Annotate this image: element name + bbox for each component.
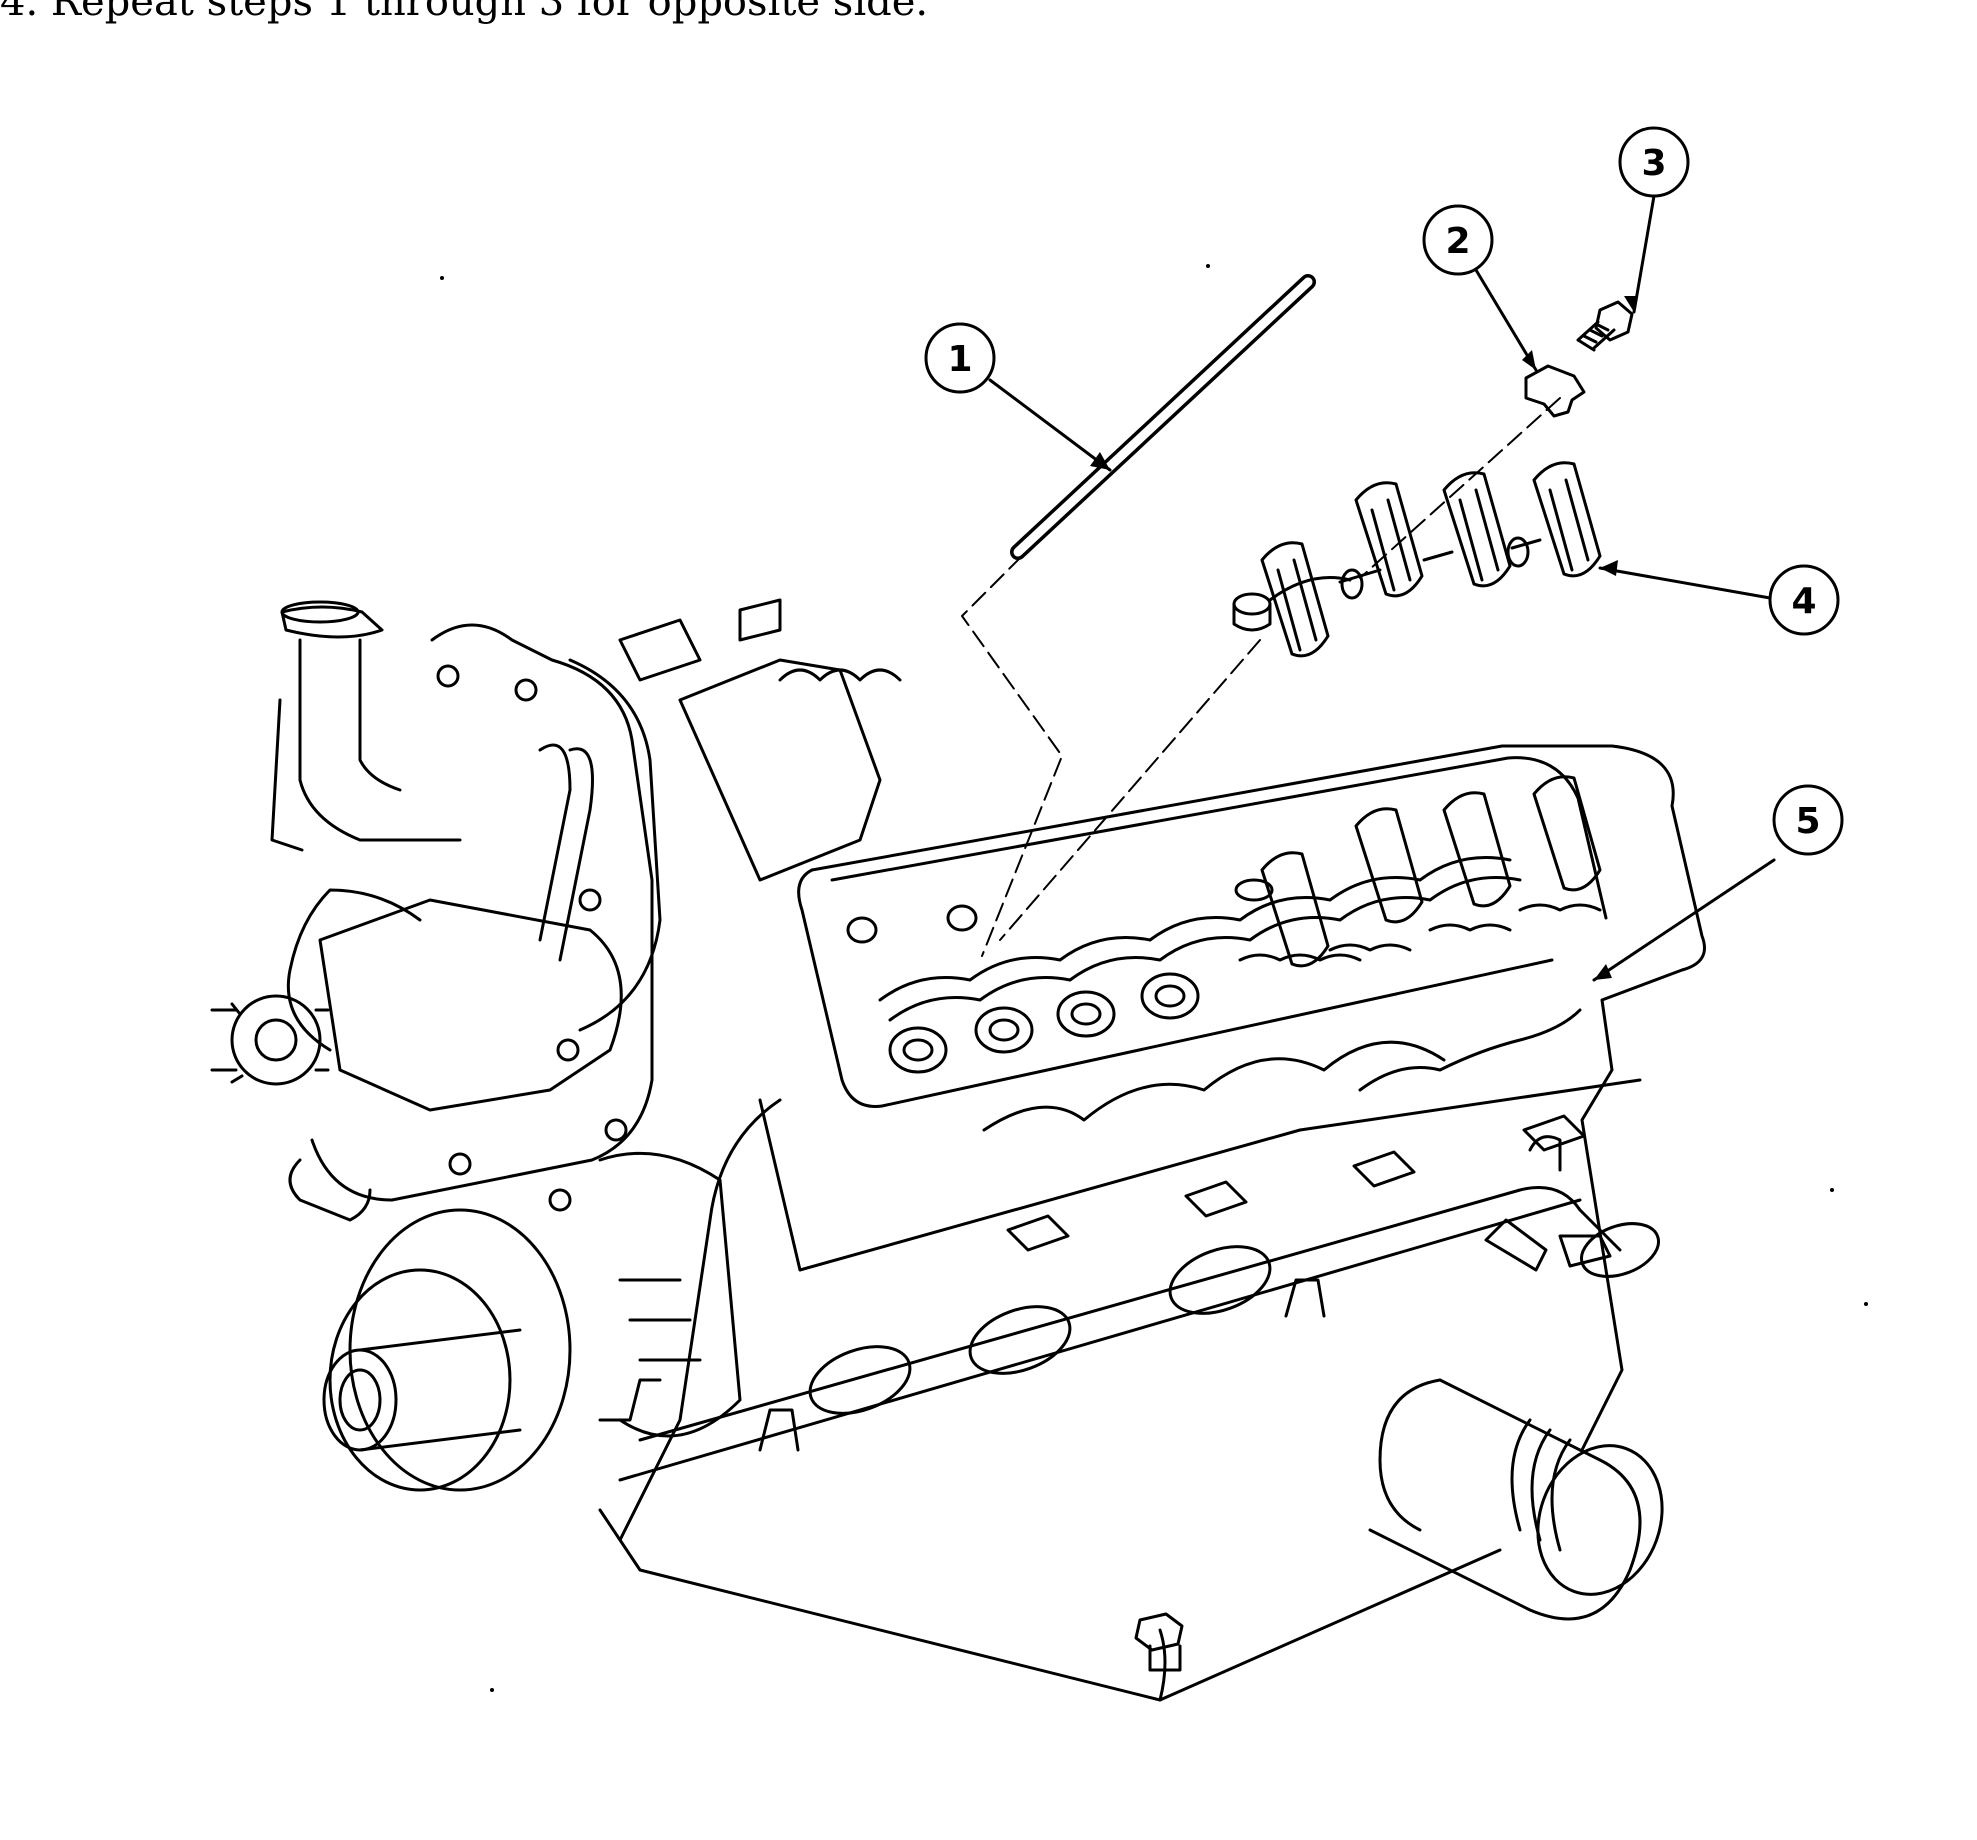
callout-2: 2 xyxy=(1422,204,1494,276)
callout-2-label: 2 xyxy=(1445,221,1470,262)
pushrod xyxy=(1010,274,1316,560)
engine-block xyxy=(598,744,1706,1702)
callout-2-leader xyxy=(1474,268,1538,372)
callout-leaders xyxy=(988,194,1776,982)
callout-1-leader xyxy=(988,378,1112,472)
oil-drain-plug xyxy=(1134,1612,1184,1672)
engine-front-components xyxy=(210,598,902,1492)
callout-arrowheads xyxy=(1090,296,1638,980)
rocker-retainer xyxy=(1524,364,1586,418)
callout-1: 1 xyxy=(924,322,996,394)
callout-3: 3 xyxy=(1618,126,1690,198)
callout-3-label: 3 xyxy=(1641,143,1666,184)
oil-filter xyxy=(1368,1378,1664,1621)
callout-1-label: 1 xyxy=(947,339,972,380)
callout-5: 5 xyxy=(1772,784,1844,856)
dipstick-tube-fittings xyxy=(1484,1135,1612,1272)
cylinder-head-ports xyxy=(846,775,1602,1252)
assembly-dashed-lines xyxy=(961,397,1561,957)
callout-4: 4 xyxy=(1768,564,1840,636)
callout-4-leader xyxy=(1598,566,1772,600)
callout-3-leader xyxy=(1632,194,1656,314)
instruction-step-text: 4. Repeat steps 1 through 3 for opposite… xyxy=(0,0,929,25)
callout-4-label: 4 xyxy=(1791,581,1816,622)
scan-specks xyxy=(440,264,1868,1692)
callout-5-label: 5 xyxy=(1795,801,1820,842)
rocker-bolt xyxy=(1576,300,1634,352)
callout-5-leader xyxy=(1592,858,1776,982)
rocker-arm-assembly xyxy=(1232,461,1602,658)
